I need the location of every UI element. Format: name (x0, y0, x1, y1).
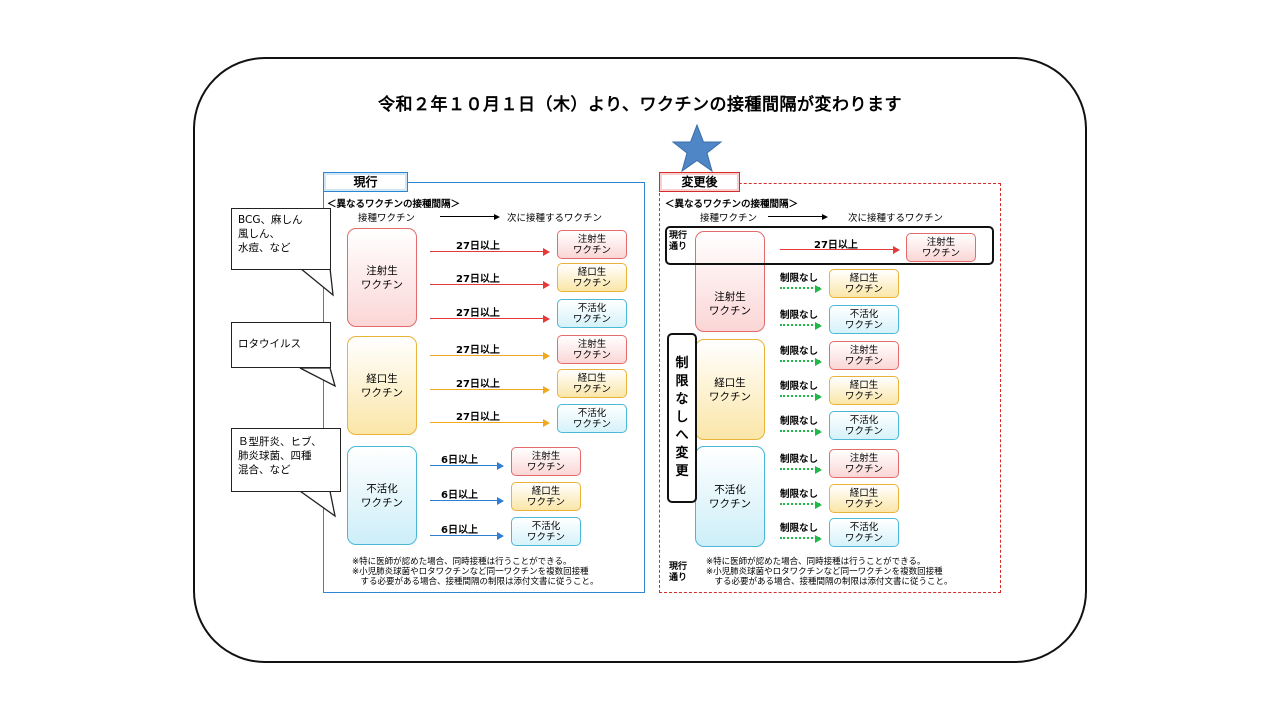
target-inactivated: 不活化ワクチン (557, 404, 627, 433)
callout-rotavirus: ロタウイルス (231, 322, 331, 368)
col-arrow (440, 213, 500, 220)
arrow (430, 386, 550, 394)
target-injectable-live: 注射生ワクチン (829, 341, 899, 370)
callout-inactivated-vaccines: Ｂ型肝炎、ヒブ、肺炎球菌、四種混合、など (231, 428, 341, 492)
no-limit-label: 制限なし (780, 454, 819, 465)
source-oral-live: 経口生ワクチン (347, 336, 417, 435)
source-injectable-live: 注射生ワクチン (347, 228, 417, 327)
interval-label: 27日以上 (456, 345, 500, 356)
no-limit-label: 制限なし (780, 310, 819, 321)
callout-tail (299, 367, 337, 388)
star-icon (671, 123, 723, 173)
page-title: 令和２年１０月１日（木）より、ワクチンの接種間隔が変わります (378, 95, 902, 115)
target-oral-live: 経口生ワクチン (557, 263, 627, 292)
arrow (780, 285, 822, 293)
arrow (430, 315, 550, 323)
callout-live-vaccines: BCG、麻しん風しん、水痘、など (231, 208, 331, 270)
no-limit-label: 制限なし (780, 346, 819, 357)
col-from-label: 接種ワクチン (358, 213, 416, 224)
interval-label: 27日以上 (456, 308, 500, 319)
interval-label: 6日以上 (441, 525, 478, 536)
kept-current-label: 現行通り (669, 231, 688, 252)
arrow (780, 393, 822, 401)
arrow (780, 501, 822, 509)
revised-panel (659, 183, 1001, 593)
no-limit-label: 制限なし (780, 523, 819, 534)
interval-label: 27日以上 (456, 379, 500, 390)
target-oral-live: 経口生ワクチン (829, 376, 899, 405)
target-injectable-live: 注射生ワクチン (829, 449, 899, 478)
col-to-label: 次に接種するワクチン (507, 213, 603, 224)
target-injectable-live: 注射生ワクチン (557, 335, 627, 364)
interval-label: 27日以上 (814, 240, 858, 251)
source-oral-live: 経口生ワクチン (695, 339, 765, 440)
target-inactivated: 不活化ワクチン (829, 518, 899, 547)
interval-label: 27日以上 (456, 241, 500, 252)
target-oral-live: 経口生ワクチン (829, 484, 899, 513)
revised-heading: ＜異なるワクチンの接種間隔＞ (665, 199, 799, 210)
target-oral-live: 経口生ワクチン (829, 269, 899, 298)
target-inactivated: 不活化ワクチン (557, 299, 627, 328)
target-inactivated: 不活化ワクチン (829, 305, 899, 334)
interval-label: 27日以上 (456, 412, 500, 423)
current-panel (323, 182, 645, 593)
arrow (430, 497, 504, 505)
revised-tag: 変更後 (659, 172, 740, 192)
footnote: ※小児肺炎球菌やロタワクチンなど同一ワクチンを複数回接種 (706, 567, 943, 577)
no-limit-label: 制限なし (780, 381, 819, 392)
col-from-label: 接種ワクチン (700, 213, 758, 224)
footnote: する必要がある場合、接種間隔の制限は添付文書に従うこと。 (706, 577, 953, 587)
source-injectable-live: 注射生ワクチン (695, 231, 765, 332)
kept-current-label: 現行通り (669, 562, 688, 583)
arrow (780, 535, 822, 543)
arrow (780, 428, 822, 436)
current-heading: ＜異なるワクチンの接種間隔＞ (327, 199, 461, 210)
arrow (780, 322, 822, 330)
source-inactivated: 不活化ワクチン (347, 446, 417, 545)
footnote: する必要がある場合、接種間隔の制限は添付文書に従うこと。 (352, 577, 599, 587)
rounded-frame (193, 57, 1087, 663)
kept-current-box (665, 226, 994, 265)
footnote: ※小児肺炎球菌やロタワクチンなど同一ワクチンを複数回接種 (352, 567, 589, 577)
target-injectable-live: 注射生ワクチン (557, 230, 627, 259)
col-to-label: 次に接種するワクチン (848, 213, 944, 224)
arrow (430, 352, 550, 360)
current-tag: 現行 (323, 172, 408, 192)
target-injectable-live: 注射生ワクチン (511, 447, 581, 476)
footnote: ※特に医師が認めた場合、同時接種は行うことができる。 (706, 557, 926, 567)
col-arrow (768, 213, 828, 220)
change-to-no-limit-label: 制限なしへ変更 (667, 333, 697, 503)
no-limit-label: 制限なし (780, 416, 819, 427)
target-oral-live: 経口生ワクチン (511, 482, 581, 511)
arrow (430, 248, 550, 256)
target-inactivated: 不活化ワクチン (511, 517, 581, 546)
target-oral-live: 経口生ワクチン (557, 369, 627, 398)
arrow (780, 358, 822, 366)
target-inactivated: 不活化ワクチン (829, 411, 899, 440)
interval-label: 27日以上 (456, 274, 500, 285)
arrow (780, 246, 900, 254)
footnote: ※特に医師が認めた場合、同時接種は行うことができる。 (352, 557, 572, 567)
arrow (430, 532, 504, 540)
interval-label: 6日以上 (441, 490, 478, 501)
arrow (430, 419, 550, 427)
arrow (430, 281, 550, 289)
source-inactivated: 不活化ワクチン (695, 446, 765, 547)
target-injectable-live: 注射生ワクチン (906, 233, 976, 262)
no-limit-label: 制限なし (780, 273, 819, 284)
arrow (430, 462, 504, 470)
arrow (780, 466, 822, 474)
no-limit-label: 制限なし (780, 489, 819, 500)
interval-label: 6日以上 (441, 455, 478, 466)
